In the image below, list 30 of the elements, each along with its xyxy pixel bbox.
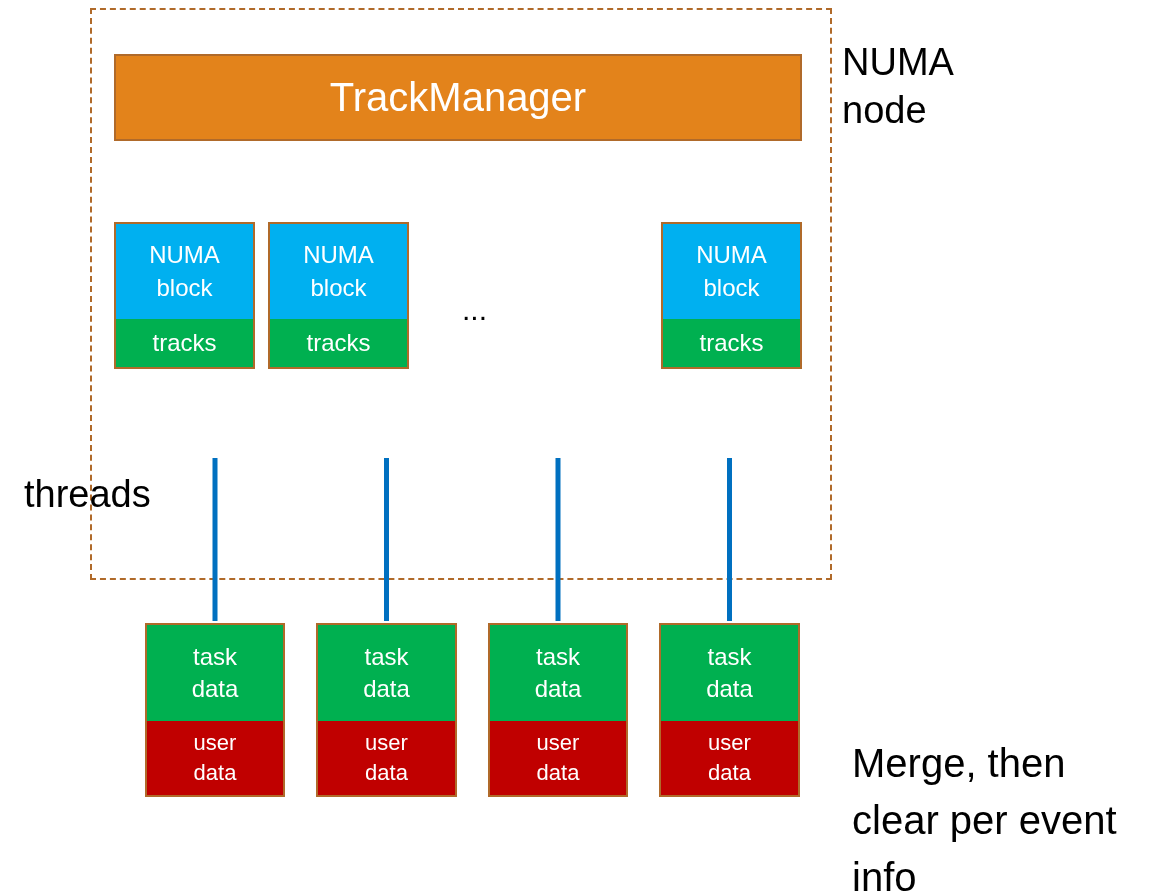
card-header: task data [318, 625, 455, 722]
thread-line [727, 458, 732, 621]
group-heading: NUMA node [842, 40, 954, 133]
ellipsis: ... [462, 292, 487, 328]
card-section: user data [661, 721, 798, 795]
card-section: user data [147, 721, 283, 795]
card-header: NUMA block [116, 224, 253, 320]
data-card [316, 623, 457, 797]
card-header: task data [490, 625, 626, 722]
data-card [488, 623, 628, 797]
card-header: NUMA block [270, 224, 407, 320]
card-header: NUMA block [663, 224, 800, 320]
thread-line [555, 458, 561, 621]
note-text: Merge, then clear per event info [852, 740, 1118, 892]
card-section: tracks [663, 319, 800, 367]
card-header: task data [147, 625, 283, 722]
card-header: task data [661, 625, 798, 722]
manager-box: TrackManager [114, 54, 802, 141]
card-section: tracks [116, 319, 253, 367]
card-section: tracks [270, 319, 407, 367]
data-card [145, 623, 285, 797]
block-card [114, 222, 255, 369]
block-card [268, 222, 409, 369]
thread-line [384, 458, 389, 621]
thread-line [212, 458, 218, 621]
card-section: user data [490, 721, 626, 795]
side-label: threads [24, 472, 151, 517]
data-card [659, 623, 800, 797]
card-section: user data [318, 721, 455, 795]
block-card [661, 222, 802, 369]
